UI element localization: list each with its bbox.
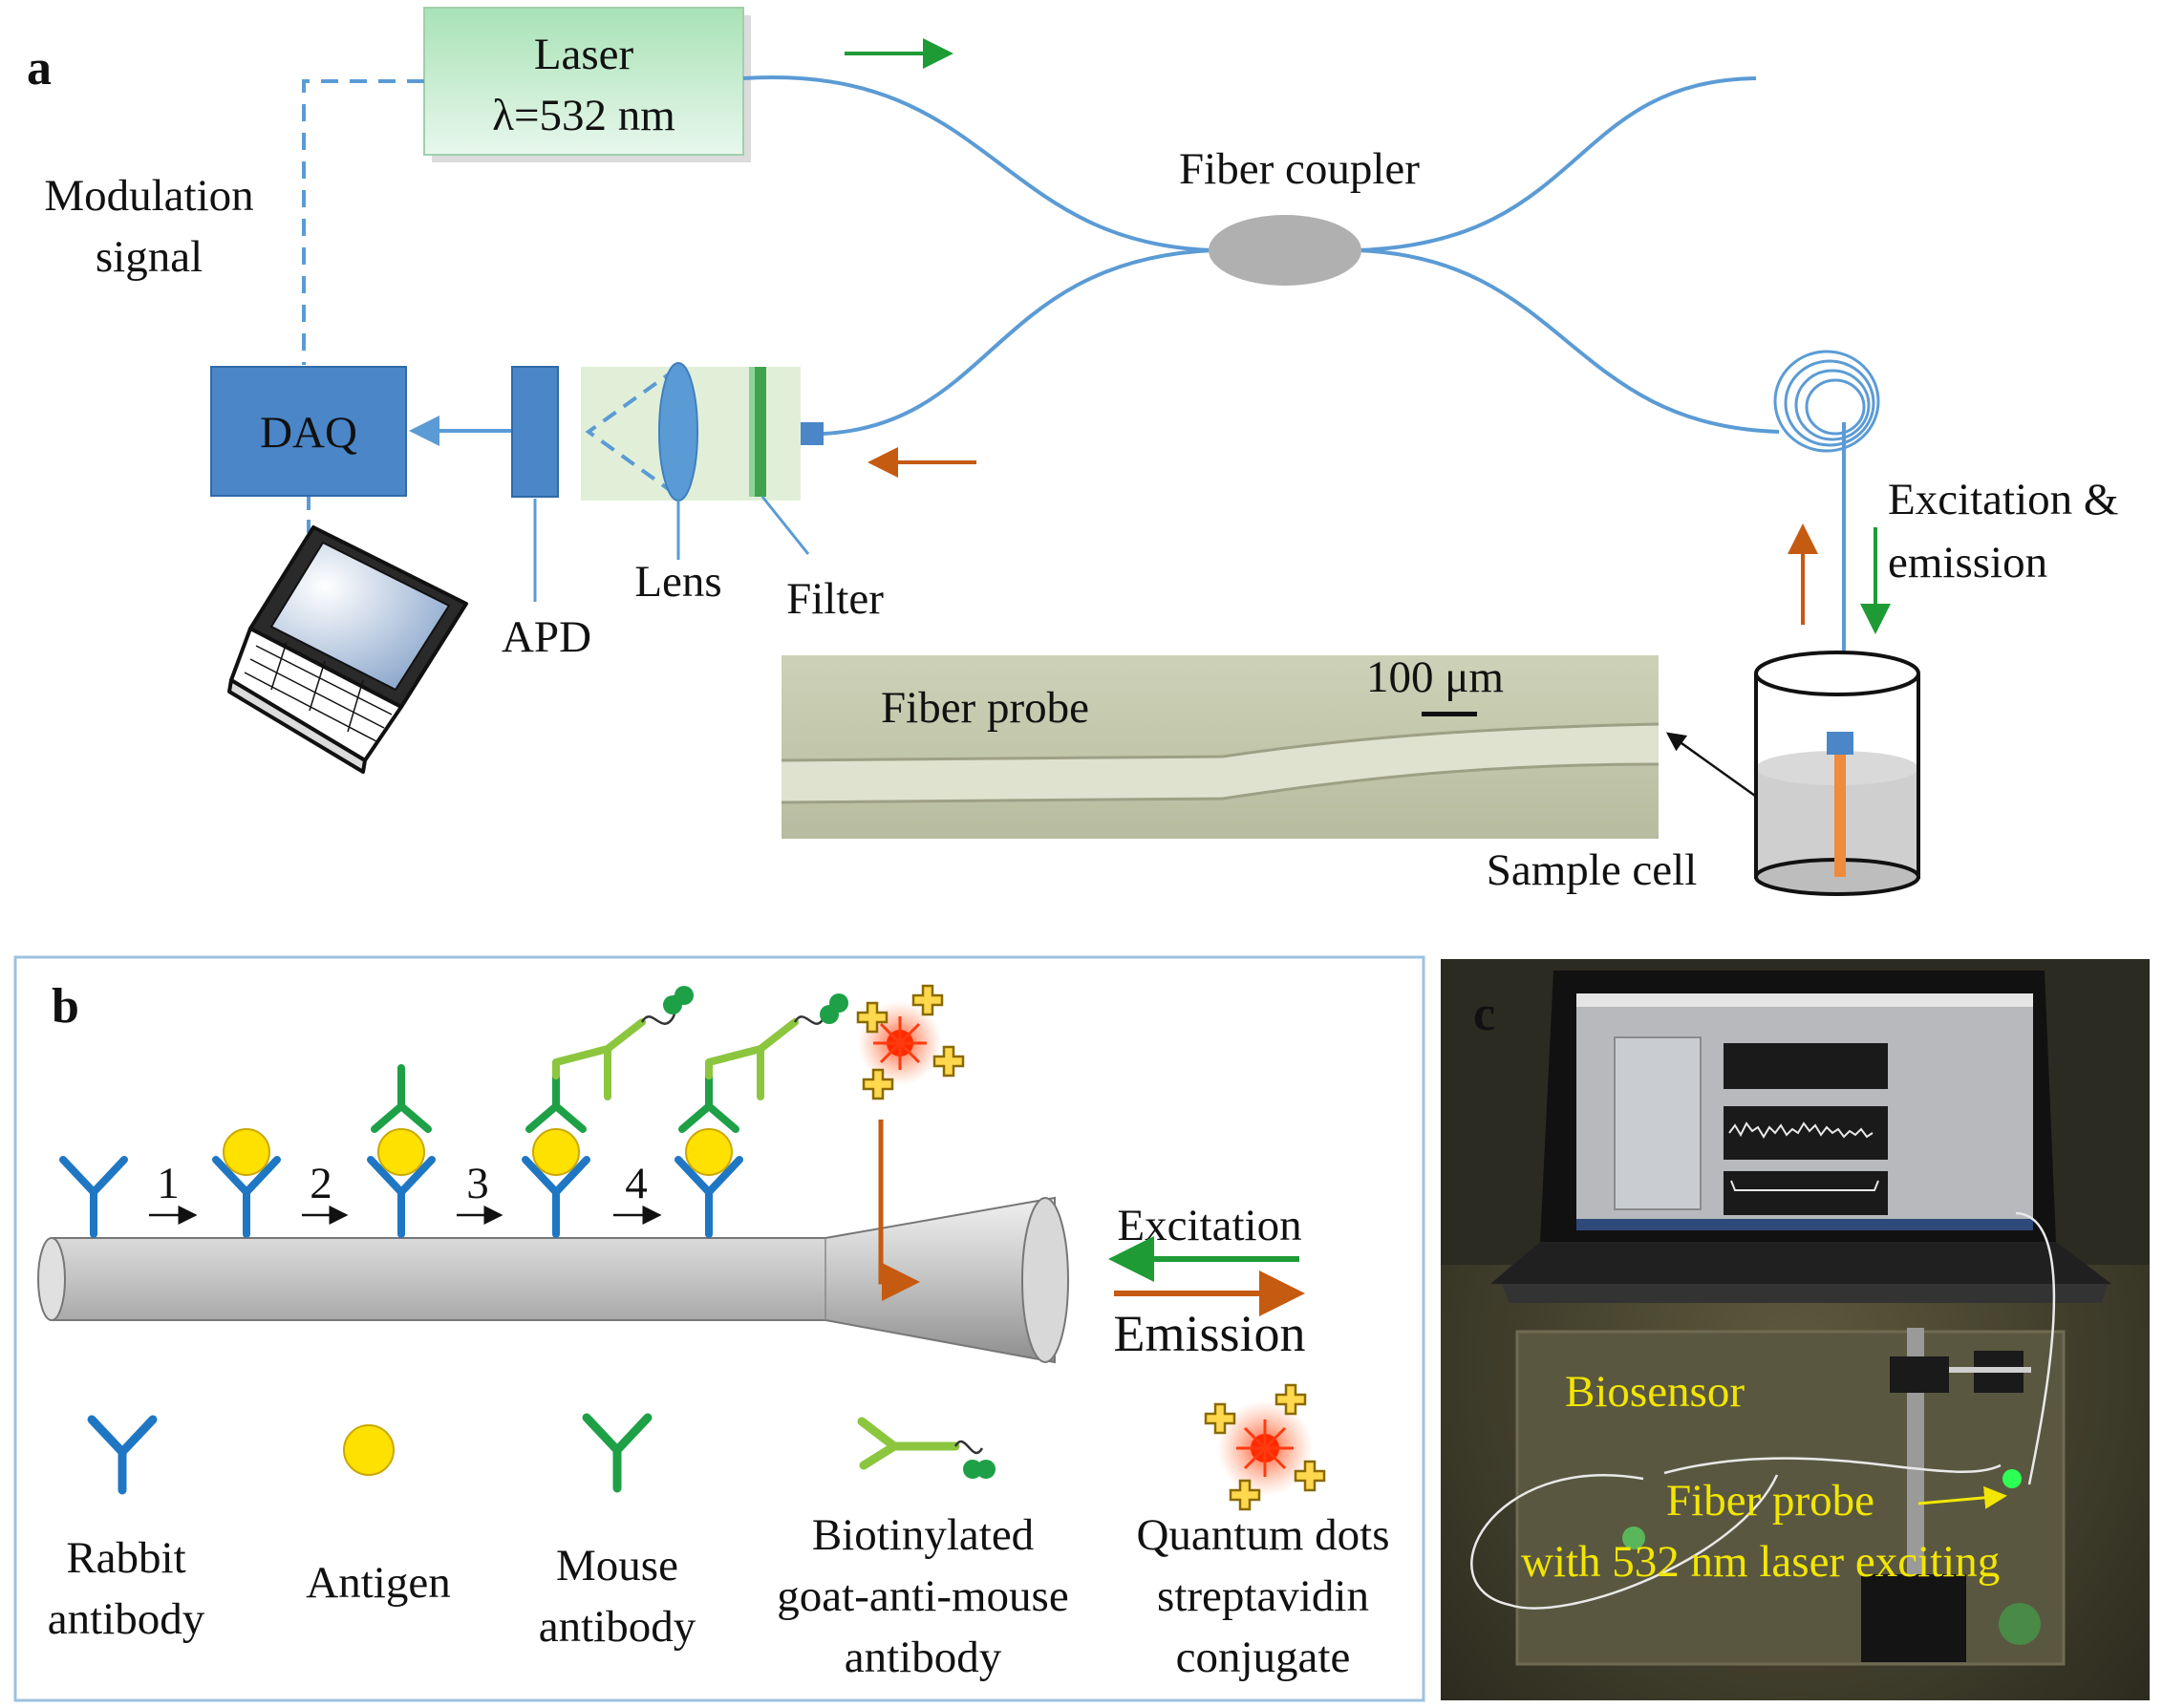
fiber-coupler-label: Fiber coupler [1179, 144, 1420, 194]
photo-fiber-probe-label: Fiber probe [1666, 1476, 1874, 1526]
lens-element [658, 362, 698, 502]
panel-a-letter: a [27, 41, 52, 96]
legend-antigen-line1: Antigen [306, 1558, 450, 1608]
legend-mouse-line1: Mouse [556, 1541, 678, 1591]
photo-fibers [1470, 1211, 2056, 1610]
photo-laser-spot [2002, 1469, 2022, 1488]
focus-lines [585, 367, 678, 497]
photo-stand [1861, 1328, 2031, 1662]
modulation-signal-line [302, 79, 424, 365]
fiber-coupler [1209, 215, 1361, 286]
sandwich-step4 [675, 984, 965, 1238]
step-2-label: 2 [310, 1159, 332, 1208]
filter-label: Filter [786, 574, 884, 624]
apd-label: APD [502, 612, 591, 662]
laptop-icon [227, 525, 468, 774]
step-4-label: 4 [625, 1159, 648, 1208]
legend-qd-line3: conjugate [1176, 1633, 1351, 1682]
step-1-label: 1 [157, 1159, 180, 1208]
scale-bar [1422, 712, 1477, 716]
laser-label: Laser [534, 30, 634, 79]
daq-box [210, 366, 407, 497]
sample-cell [1754, 651, 1920, 896]
sample-cell-label: Sample cell [1487, 845, 1698, 895]
photo-laptop [1490, 971, 2111, 1303]
probe-connector [1827, 732, 1853, 755]
step-3-label: 3 [466, 1159, 489, 1208]
panel-c-letter: c [1473, 987, 1495, 1041]
fiber-connector [801, 422, 824, 445]
excitation-emission-label-line2: emission [1888, 538, 2047, 587]
panel-c: c Biosensor Fiber probe with 532 nm lase… [1441, 959, 2150, 1700]
laser-wavelength: λ=532 nm [492, 91, 675, 140]
modulation-label-line1: Modulation [44, 171, 253, 221]
micrograph-pointer [1665, 732, 1763, 802]
legend-qd-line1: Quantum dots [1136, 1510, 1389, 1560]
optical-fibers [742, 75, 1846, 657]
laser-box: Laser λ=532 nm [423, 7, 751, 162]
fiber-coil [1773, 350, 1880, 453]
legend-biotinylated-antibody-icon [857, 1417, 996, 1479]
modulation-label-line2: signal [96, 232, 203, 282]
photo-green-indicator [1622, 1527, 1645, 1549]
legend-biotin-line2: goat-anti-mouse [777, 1571, 1068, 1621]
panel-b-frame [13, 955, 1425, 1702]
photo-biosensor-label: Biosensor [1565, 1367, 1745, 1417]
legend-mouse-line2: antibody [539, 1602, 696, 1652]
rabbit-antibody-step0 [59, 1156, 128, 1238]
sandwich-step3 [522, 986, 694, 1238]
excitation-emission-label-line1: Excitation & [1888, 475, 2118, 524]
legend: Rabbit antibody Antigen Mouse antibody B… [48, 1383, 1390, 1682]
emission-label: Emission [1113, 1305, 1305, 1362]
legend-mouse-antibody-icon [582, 1413, 653, 1493]
legend-biotin-line3: antibody [845, 1633, 1002, 1682]
excitation-label: Excitation [1117, 1201, 1301, 1250]
legend-biotin-line1: Biotinylated [812, 1510, 1034, 1560]
filter-leader [760, 496, 810, 555]
qd-emission-arrow [878, 1120, 920, 1301]
panel-a: a Laser λ=532 nm Modulation signal DAQ [27, 7, 2118, 896]
sandwich-step2 [367, 1064, 436, 1238]
lens-label: Lens [634, 557, 721, 607]
antibody-antigen-step1 [212, 1128, 281, 1238]
daq-label: DAQ [260, 408, 357, 458]
legend-rabbit-line2: antibody [48, 1594, 205, 1644]
fiber-schematic [37, 1196, 1069, 1364]
photo-fiber-probe-pointer [1917, 1485, 2007, 1509]
legend-qd-line2: streptavidin [1157, 1571, 1369, 1621]
panel-b-letter: b [52, 979, 79, 1034]
apd-detector [511, 366, 559, 498]
photo-laser-label: with 532 nm laser exciting [1521, 1537, 2000, 1587]
legend-rabbit-line1: Rabbit [66, 1533, 185, 1583]
panel-b: b 1 2 3 4 [13, 955, 1425, 1702]
legend-antigen-icon [343, 1424, 395, 1476]
legend-quantum-dot-icon [1204, 1383, 1326, 1511]
legend-rabbit-antibody-icon [87, 1415, 158, 1495]
fiber-probe-micrograph: Fiber probe 100 μm [781, 652, 1660, 839]
fiber-probe-label: Fiber probe [881, 683, 1089, 733]
scale-bar-label: 100 μm [1366, 652, 1504, 702]
